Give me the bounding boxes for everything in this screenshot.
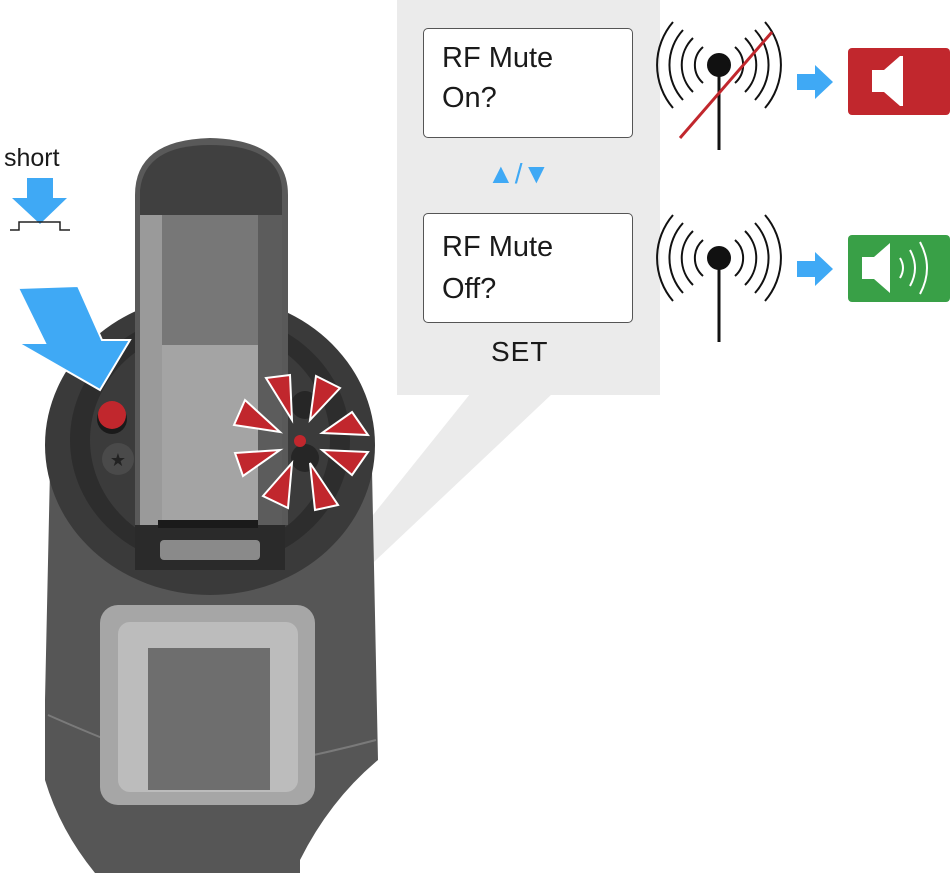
device-transmitter: ★ — [45, 138, 378, 873]
led-flashing — [232, 373, 370, 512]
option-line-1: RF Mute — [442, 231, 554, 263]
menu-option-rf-mute-on[interactable]: RF Mute On? — [423, 28, 633, 138]
svg-text:★: ★ — [110, 450, 126, 470]
option-line-2: Off? — [442, 273, 497, 305]
short-press-label: short — [4, 144, 60, 172]
speaker-muted-icon — [848, 48, 950, 115]
antenna-icon — [656, 214, 782, 342]
press-arrow-icon — [14, 284, 132, 392]
option-line-1: RF Mute — [442, 42, 554, 74]
short-press-icon — [10, 178, 70, 231]
option-line-2: On? — [442, 82, 497, 114]
speaker-on-icon — [848, 235, 950, 302]
display-window — [148, 648, 270, 790]
arrow-right-icon — [797, 252, 833, 286]
mute-button[interactable] — [97, 401, 127, 434]
navigate-up-down-label: ▲/▼ — [487, 158, 551, 189]
arrow-right-icon — [797, 65, 833, 99]
antenna-crossed-icon — [656, 21, 782, 150]
menu-option-rf-mute-off[interactable]: RF Mute Off? — [423, 213, 633, 323]
set-label: SET — [491, 336, 549, 367]
